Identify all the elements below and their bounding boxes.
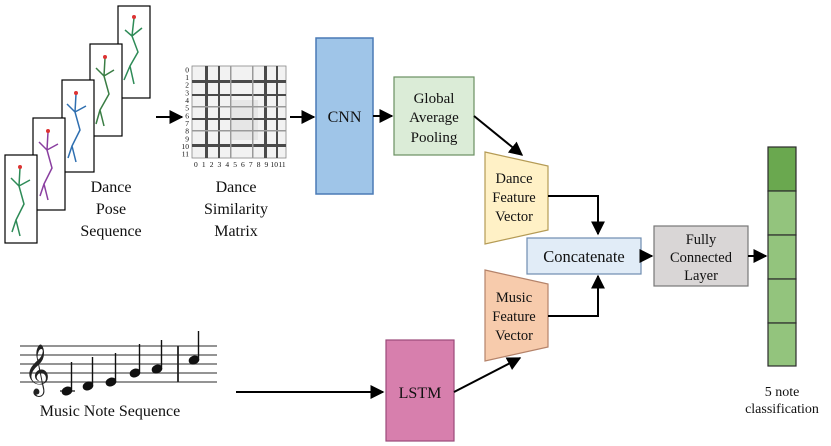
matrix-row-tick: 11 (182, 150, 189, 159)
svg-text:Fully: Fully (686, 232, 717, 248)
matrix-col-tick: 10 (271, 160, 279, 169)
svg-text:Global: Global (414, 91, 455, 107)
matrix-row-tick: 5 (185, 104, 189, 113)
matrix-row-tick: 10 (182, 142, 190, 151)
matrix-col-tick: 0 (194, 160, 198, 169)
output-vector (767, 146, 797, 367)
dance-feature-vector: Dance Feature Vector (484, 151, 549, 245)
output-cell-5 (767, 322, 797, 367)
music-staff: 𝄞 (20, 331, 217, 397)
matrix-col-tick: 5 (233, 160, 237, 169)
music-feature-vector: Music Feature Vector (484, 269, 549, 362)
matrix-row-tick: 8 (185, 127, 189, 136)
lstm-block: LSTM (385, 339, 455, 442)
svg-text:Layer: Layer (684, 268, 718, 284)
concatenate-block: Concatenate (526, 237, 642, 275)
matrix-col-tick: 8 (257, 160, 261, 169)
pose-sequence-frames (4, 5, 151, 244)
svg-text:Dance: Dance (216, 179, 257, 196)
pose-frame-2 (32, 117, 66, 211)
matrix-col-tick: 6 (241, 160, 245, 169)
svg-text:Connected: Connected (670, 250, 733, 266)
cnn-block: CNN (315, 37, 374, 195)
svg-text:Similarity: Similarity (204, 201, 268, 218)
matrix-col-tick: 7 (249, 160, 253, 169)
svg-text:Average: Average (409, 110, 459, 126)
arrow-lstm-to-music-feature (453, 357, 522, 393)
svg-text:Feature: Feature (492, 190, 535, 206)
svg-text:Sequence: Sequence (80, 223, 141, 240)
matrix-row-tick: 1 (185, 73, 189, 82)
arrow-gap-to-dance-feature (473, 115, 524, 156)
music-sequence-label: Music Note Sequence (40, 403, 180, 420)
output-cell-3 (767, 234, 797, 280)
pose-frame-4 (89, 43, 123, 137)
pose-sequence-label: Dance Pose Sequence (80, 179, 141, 240)
svg-text:5 note: 5 note (765, 385, 800, 400)
svg-text:Vector: Vector (495, 209, 533, 225)
matrix-row-tick: 0 (185, 65, 189, 74)
svg-text:LSTM: LSTM (399, 385, 442, 402)
pose-frame-1 (4, 154, 38, 244)
matrix-col-tick: 4 (225, 160, 229, 169)
output-cell-2 (767, 190, 797, 236)
arrow-dance-to-concatenate (548, 195, 605, 236)
matrix-col-tick: 3 (218, 160, 222, 169)
output-cell-1 (767, 146, 797, 192)
pose-frame-3 (61, 79, 95, 173)
music-notes (60, 331, 200, 396)
arrow-music-to-concatenate (548, 274, 605, 317)
svg-text:Pooling: Pooling (411, 130, 458, 146)
pose-frame-5 (117, 5, 151, 99)
matrix-row-tick: 6 (185, 111, 189, 120)
matrix-row-tick: 4 (185, 96, 189, 105)
svg-text:Matrix: Matrix (214, 223, 258, 240)
treble-clef-icon: 𝄞 (24, 344, 50, 397)
matrix-col-tick: 11 (278, 160, 285, 169)
svg-text:Vector: Vector (495, 328, 533, 344)
matrix-row-tick: 3 (185, 88, 189, 97)
svg-text:Feature: Feature (492, 309, 535, 325)
svg-text:Pose: Pose (96, 201, 126, 218)
matrix-row-tick: 9 (185, 134, 189, 143)
matrix-col-tick: 2 (210, 160, 214, 169)
similarity-matrix (191, 65, 287, 159)
output-cell-4 (767, 278, 797, 324)
global-average-pooling-block: Global Average Pooling (393, 76, 475, 156)
similarity-matrix-label: Dance Similarity Matrix (204, 179, 268, 240)
svg-text:Music: Music (496, 290, 532, 306)
svg-text:CNN: CNN (328, 109, 362, 126)
matrix-col-tick: 9 (265, 160, 269, 169)
svg-text:Dance: Dance (91, 179, 132, 196)
output-label: 5 note classification (745, 385, 819, 417)
matrix-col-tick: 1 (202, 160, 206, 169)
svg-text:Concatenate: Concatenate (543, 247, 625, 266)
fully-connected-block: Fully Connected Layer (653, 225, 749, 287)
svg-text:classification: classification (745, 402, 819, 417)
matrix-row-tick: 7 (185, 119, 189, 128)
svg-text:Dance: Dance (495, 171, 532, 187)
matrix-row-tick: 2 (185, 81, 189, 90)
